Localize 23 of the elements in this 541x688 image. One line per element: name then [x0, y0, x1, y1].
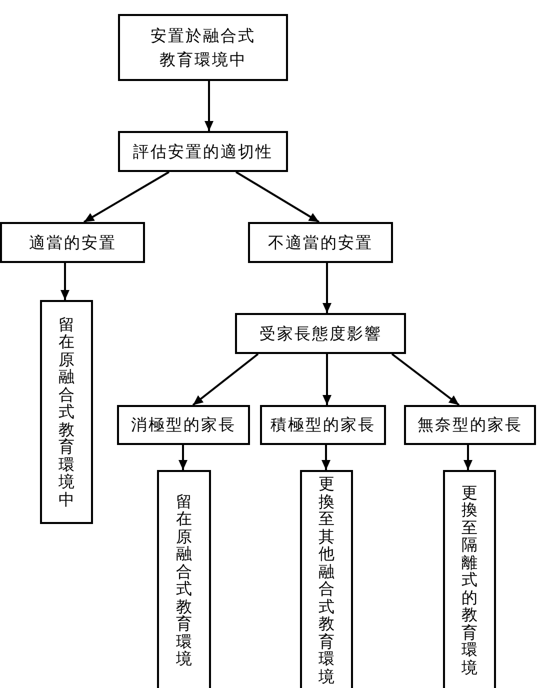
process-box: 積極型的家長 — [260, 405, 386, 445]
arrow — [464, 445, 472, 470]
arrow — [192, 353, 259, 406]
process-box: 受家長態度影響 — [235, 313, 406, 354]
arrow — [322, 445, 330, 470]
process-box: 不適當的安置 — [248, 222, 393, 263]
process-box: 留在原融合式教育環境 — [157, 470, 211, 688]
arrow — [322, 263, 332, 313]
arrow — [322, 354, 332, 405]
process-box: 無奈型的家長 — [404, 405, 536, 445]
arrow — [84, 171, 170, 223]
process-box: 評估安置的適切性 — [118, 131, 288, 172]
arrow — [178, 445, 188, 470]
process-box: 適當的安置 — [0, 222, 145, 263]
process-box: 安置於融合式教育環境中 — [118, 14, 288, 81]
arrow — [235, 171, 320, 223]
arrow — [204, 81, 214, 131]
process-box: 消極型的家長 — [117, 405, 250, 445]
arrow — [391, 353, 460, 406]
process-box: 留在原融合式教育環境中 — [40, 300, 93, 524]
process-box: 更換至隔離式的教育環境 — [443, 470, 496, 688]
arrow — [60, 263, 70, 300]
process-box: 更換至其他融合式教育環境 — [300, 470, 353, 688]
